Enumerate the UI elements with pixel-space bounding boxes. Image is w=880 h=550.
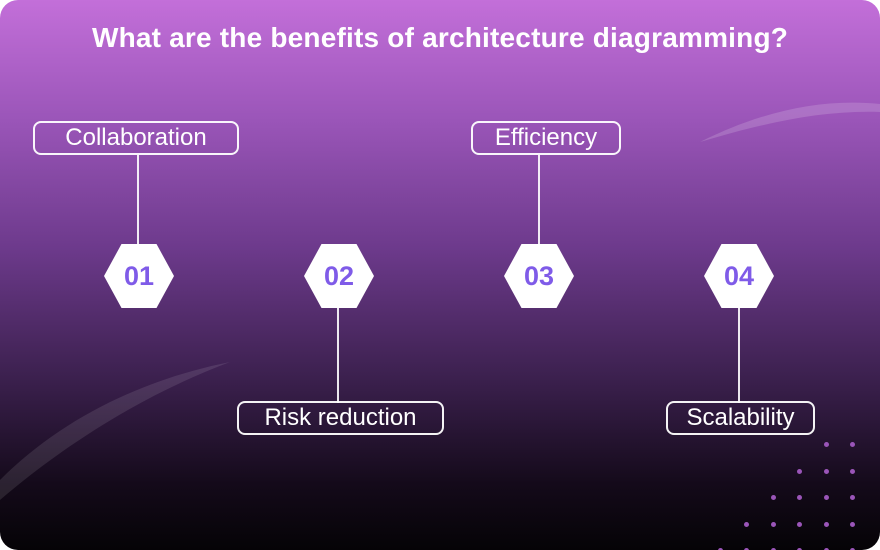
light-streak-right <box>700 102 880 142</box>
decor-dot <box>797 548 802 550</box>
decor-dot <box>770 495 776 500</box>
step-number-03: 03 <box>523 260 555 291</box>
decor-dot <box>823 548 829 550</box>
connector-04 <box>738 306 740 403</box>
page-title: What are the benefits of architecture di… <box>91 22 789 53</box>
benefit-label-scalability: Scalability <box>666 401 815 435</box>
decor-dot <box>797 521 802 527</box>
decor-dot <box>744 521 749 527</box>
step-hexagon-01: 01 <box>104 244 174 308</box>
decor-dot <box>850 521 855 527</box>
connector-01 <box>137 155 139 248</box>
benefit-label-collaboration: Collaboration <box>33 121 239 155</box>
decor-dot <box>850 442 855 447</box>
decor-dot <box>717 548 723 550</box>
step-hexagon-04: 04 <box>704 244 774 308</box>
step-number-02: 02 <box>323 260 355 291</box>
connector-02 <box>337 306 339 403</box>
benefit-label-efficiency: Efficiency <box>471 121 621 155</box>
connector-03 <box>538 155 540 248</box>
decor-dot <box>770 521 776 527</box>
step-hexagon-02: 02 <box>304 244 374 308</box>
step-number-01: 01 <box>123 260 155 291</box>
decor-dot <box>770 548 776 550</box>
step-number-04: 04 <box>723 260 755 291</box>
decor-dot <box>744 548 749 550</box>
step-hexagon-03: 03 <box>504 244 574 308</box>
decor-dot <box>823 468 829 474</box>
benefit-label-risk-reduction: Risk reduction <box>237 401 444 435</box>
light-streak-left <box>0 362 230 500</box>
decor-dot <box>797 495 802 500</box>
decor-dot <box>823 521 829 527</box>
decor-dot <box>797 468 802 474</box>
decor-dot <box>850 548 855 550</box>
decor-dot <box>823 495 829 500</box>
decor-dot <box>850 495 855 500</box>
decor-dot <box>823 442 829 447</box>
decor-dot <box>850 468 855 474</box>
